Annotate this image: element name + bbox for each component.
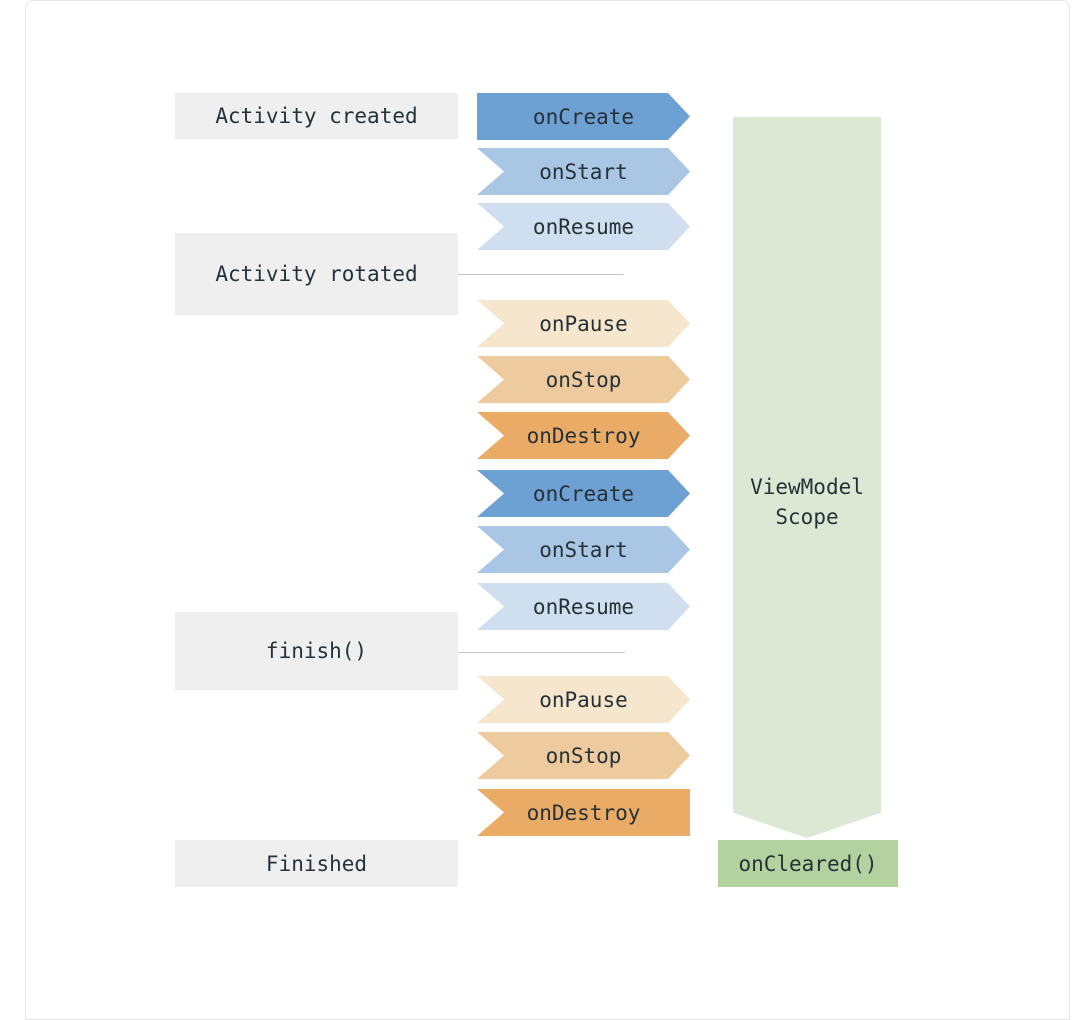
lifecycle-chevron-onstop-11: onStop — [477, 732, 690, 779]
state-label-activity-created: Activity created — [175, 93, 458, 139]
lifecycle-chevron-label: onResume — [532, 594, 635, 619]
lifecycle-chevron-onstart-2: onStart — [477, 148, 690, 195]
oncleared-label: onCleared() — [738, 851, 878, 876]
viewmodel-scope-arrow — [733, 117, 881, 838]
lifecycle-chevron-label: onCreate — [532, 104, 635, 129]
state-label-finished: Finished — [175, 840, 458, 887]
lifecycle-chevron-label: onStop — [545, 367, 622, 392]
lifecycle-chevron-onresume-3: onResume — [477, 203, 690, 250]
lifecycle-chevron-onpause-10: onPause — [477, 676, 690, 723]
lifecycle-chevron-onresume-9: onResume — [477, 583, 690, 630]
lifecycle-chevron-onstop-5: onStop — [477, 356, 690, 403]
lifecycle-chevron-label: onStop — [545, 743, 622, 768]
state-label-text: Activity rotated — [215, 262, 418, 286]
oncleared-box: onCleared() — [718, 840, 898, 887]
lifecycle-chevron-ondestroy-6: onDestroy — [477, 412, 690, 459]
lifecycle-chevron-label: onDestroy — [526, 423, 641, 448]
lifecycle-chevron-label: onResume — [532, 214, 635, 239]
lifecycle-chevron-label: onDestroy — [526, 800, 641, 825]
lifecycle-chevron-label: onCreate — [532, 481, 635, 506]
lifecycle-chevron-label: onStart — [539, 537, 628, 562]
state-label-text: Finished — [265, 851, 368, 876]
viewmodel-scope-line1: ViewModel — [750, 475, 864, 499]
lifecycle-chevron-label: onStart — [539, 159, 628, 184]
lifecycle-chevron-onpause-4: onPause — [477, 300, 690, 347]
connector-line-finish — [458, 652, 625, 653]
viewmodel-scope-line2: Scope — [775, 505, 839, 529]
lifecycle-chevron-label: onPause — [539, 311, 628, 336]
state-label-activity-rotated: Activity rotated — [175, 233, 458, 315]
connector-line-activity-rotated — [458, 274, 623, 275]
state-label-finish: finish() — [175, 612, 458, 690]
lifecycle-chevron-onstart-8: onStart — [477, 526, 690, 573]
state-label-text: finish() — [265, 639, 368, 663]
lifecycle-chevron-oncreate-1: onCreate — [477, 93, 690, 140]
lifecycle-chevron-ondestroy-12: onDestroy — [477, 789, 690, 836]
lifecycle-chevron-oncreate-7: onCreate — [477, 470, 690, 517]
state-label-text: Activity created — [215, 104, 418, 128]
lifecycle-chevron-label: onPause — [539, 687, 628, 712]
